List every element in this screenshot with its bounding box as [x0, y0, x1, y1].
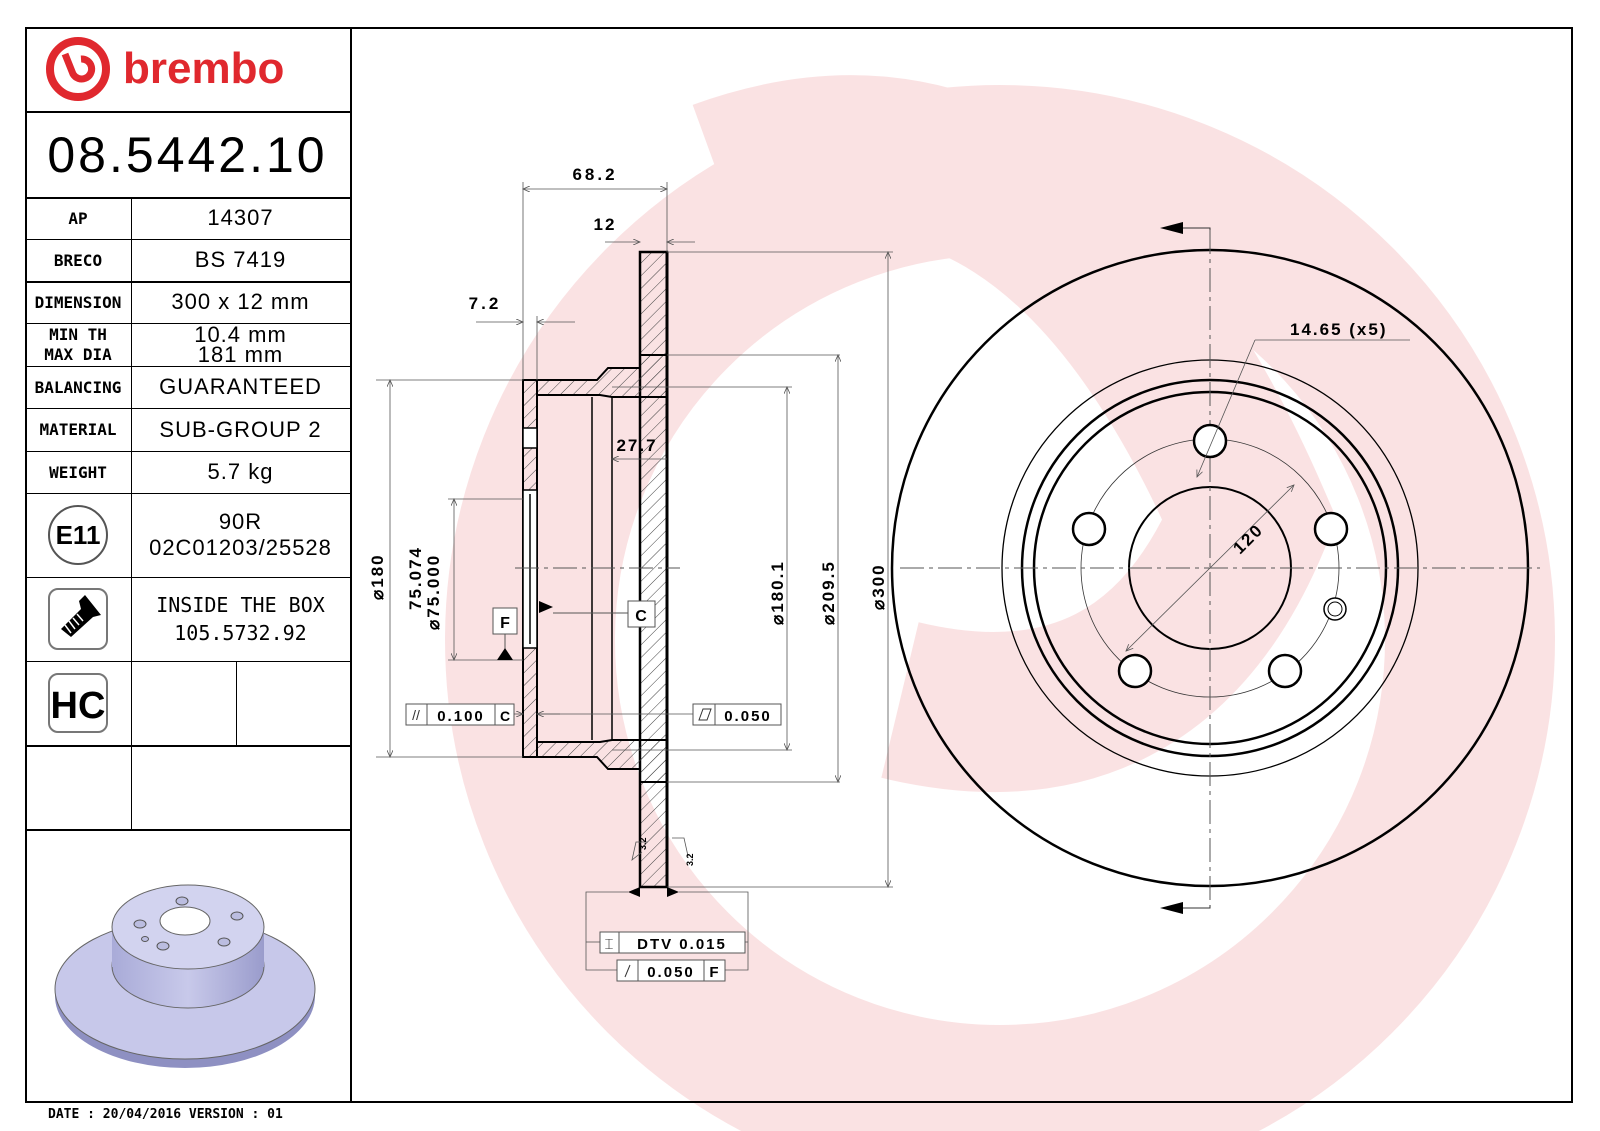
hc-cell: HC — [25, 661, 131, 745]
svg-text:DTV 0.015: DTV 0.015 — [637, 936, 727, 953]
drawing-frame — [25, 27, 1573, 1103]
spec-label-min-th-max-dia: MIN TH MAX DIA — [25, 323, 131, 366]
svg-text:⌀180: ⌀180 — [368, 553, 387, 600]
svg-text:120: 120 — [1229, 520, 1267, 558]
spec-value-material: SUB-GROUP 2 — [159, 416, 322, 442]
svg-text:0.050: 0.050 — [647, 964, 695, 981]
svg-text:27.7: 27.7 — [616, 436, 657, 455]
section-view: 68.2 12 7.2 27.7 ⌀180 75.074 ⌀75.000 F C — [368, 165, 893, 982]
spec-label-ap: AP — [68, 208, 88, 228]
screw-cell — [25, 577, 131, 661]
svg-text:⌀209.5: ⌀209.5 — [819, 560, 838, 625]
svg-text:⌀300: ⌀300 — [869, 563, 888, 610]
svg-text:F: F — [709, 964, 718, 981]
svg-text://: // — [412, 707, 420, 723]
svg-text:⌶: ⌶ — [604, 936, 613, 953]
brand-name: brembo — [123, 44, 285, 93]
spec-value-dimension: 300 x 12 mm — [171, 289, 310, 314]
svg-text:⌀75.000: ⌀75.000 — [424, 554, 443, 630]
spec-value-breco: BS 7419 — [194, 247, 287, 272]
front-view: 120 14.65 (x5) — [890, 222, 1540, 914]
spec-label-max-dia: MAX DIA — [44, 344, 112, 364]
svg-text:C: C — [500, 708, 510, 724]
spec-value-ap: 14307 — [207, 205, 274, 230]
spec-label-balancing: BALANCING — [34, 377, 122, 397]
spec-label-material: MATERIAL — [39, 420, 117, 439]
spec-value-min-th-max-dia: 10.4 mm 181 mm — [131, 323, 350, 366]
svg-text:12: 12 — [594, 215, 617, 234]
svg-text:14.65 (x5): 14.65 (x5) — [1290, 320, 1388, 339]
dtv-tolerance-frame: ⌶ DTV 0.015 — [599, 931, 746, 954]
spec-value-weight: 5.7 kg — [207, 459, 274, 484]
svg-text:E11: E11 — [56, 520, 101, 550]
spec-label-min-th: MIN TH — [49, 324, 107, 344]
flatness-tolerance-frame: 0.050 — [692, 703, 782, 726]
svg-text:7.2: 7.2 — [469, 294, 502, 313]
footer-date-version: DATE : 20/04/2016 VERSION : 01 — [48, 1107, 283, 1122]
svg-text:0.100: 0.100 — [437, 708, 485, 725]
brembo-logo-icon — [46, 37, 110, 101]
homologation-line-1: 90R — [218, 509, 263, 534]
disc-3d-render — [54, 884, 316, 1068]
homologation-value: 90R 02C01203/25528 — [131, 493, 350, 577]
runout-tolerance-frame: 0.050 F — [616, 959, 726, 982]
spec-value-max-dia: 181 mm — [197, 341, 284, 367]
e11-cell: E11 — [25, 493, 131, 577]
screws-line-2: 105.5732.92 — [174, 621, 307, 645]
e11-mark-icon: E11 — [48, 505, 108, 565]
parallelism-tolerance-frame: // 0.100 C — [405, 703, 693, 726]
title-block: brembo 08.5442.10 AP 14307 BRECO BS 7419… — [25, 27, 352, 1103]
spec-label-dimension: DIMENSION — [34, 292, 122, 312]
svg-text:⌀180.1: ⌀180.1 — [768, 560, 787, 625]
spec-value-balancing: GUARANTEED — [159, 374, 322, 399]
svg-text:C: C — [635, 608, 647, 625]
screws-value: INSIDE THE BOX 105.5732.92 — [131, 577, 350, 661]
screws-line-1: INSIDE THE BOX — [156, 593, 325, 617]
svg-text:3.2: 3.2 — [638, 837, 648, 850]
homologation-line-2: 02C01203/25528 — [149, 535, 332, 560]
svg-text:3.2: 3.2 — [685, 853, 695, 866]
part-number: 08.5442.10 — [47, 127, 328, 183]
svg-text:68.2: 68.2 — [572, 165, 617, 184]
spec-label-breco: BRECO — [53, 250, 103, 270]
svg-text:0.050: 0.050 — [724, 708, 772, 725]
hc-badge-icon: HC — [48, 673, 108, 733]
svg-text:F: F — [500, 615, 510, 632]
spec-value-min-th: 10.4 mm — [194, 321, 287, 347]
brand-logo: brembo — [25, 27, 350, 111]
svg-text:75.074: 75.074 — [406, 546, 425, 610]
screw-icon — [48, 588, 108, 650]
spec-label-weight: WEIGHT — [49, 462, 107, 482]
svg-text:HC: HC — [51, 685, 106, 727]
